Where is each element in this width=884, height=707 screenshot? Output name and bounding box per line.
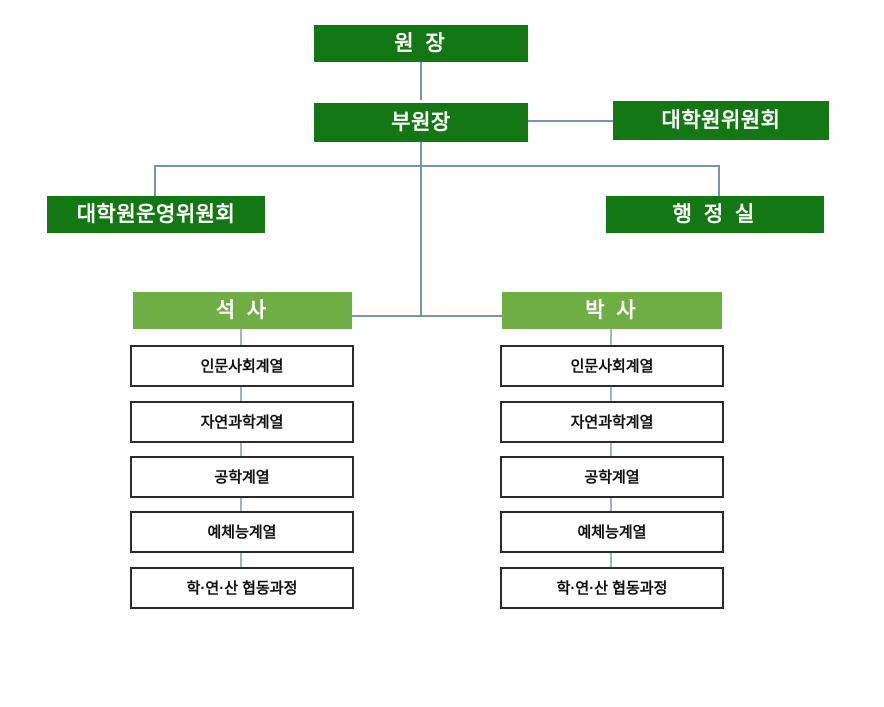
node-vice-president-label: 부원장	[391, 111, 451, 134]
connector-vice-to-graduate-committee	[489, 120, 614, 122]
node-doctorate-program-2-label: 공학계열	[584, 468, 640, 486]
node-admin-office-label: 행 정 실	[672, 203, 758, 226]
node-masters-program-1[interactable]: 자연과학계열	[130, 401, 354, 443]
connector-president-to-vice	[420, 61, 422, 100]
node-masters-program-0-label: 인문사회계열	[200, 357, 284, 375]
node-doctorate-program-0[interactable]: 인문사회계열	[500, 345, 724, 387]
connector-bus-to-admin-office	[718, 165, 720, 197]
node-masters-program-4[interactable]: 학·연·산 협동과정	[130, 567, 354, 609]
node-doctorate-program-1-label: 자연과학계열	[570, 413, 654, 431]
node-president[interactable]: 원 장	[314, 25, 528, 62]
node-doctorate-program-4-label: 학·연·산 협동과정	[556, 579, 668, 597]
node-masters-program-3-label: 예체능계열	[207, 523, 277, 541]
connector-doctorate-spine	[610, 329, 612, 577]
node-masters-program-2[interactable]: 공학계열	[130, 456, 354, 498]
node-masters-program-3[interactable]: 예체능계열	[130, 511, 354, 553]
node-doctorate-program-1[interactable]: 자연과학계열	[500, 401, 724, 443]
node-masters-program-2-label: 공학계열	[214, 468, 270, 486]
node-doctorate-label: 박 사	[585, 299, 639, 322]
node-doctorate-program-2[interactable]: 공학계열	[500, 456, 724, 498]
node-doctorate-program-3[interactable]: 예체능계열	[500, 511, 724, 553]
node-admin-office[interactable]: 행 정 실	[606, 196, 824, 233]
node-masters-program-1-label: 자연과학계열	[200, 413, 284, 431]
node-masters[interactable]: 석 사	[133, 292, 352, 329]
node-operating-committee-label: 대학원운영위원회	[76, 203, 236, 226]
node-graduate-committee[interactable]: 대학원위원회	[613, 101, 829, 140]
node-doctorate[interactable]: 박 사	[502, 292, 722, 329]
node-graduate-committee-label: 대학원위원회	[661, 109, 781, 132]
node-masters-program-0[interactable]: 인문사회계열	[130, 345, 354, 387]
node-vice-president[interactable]: 부원장	[314, 103, 528, 142]
node-masters-program-4-label: 학·연·산 협동과정	[186, 579, 298, 597]
node-doctorate-program-0-label: 인문사회계열	[570, 357, 654, 375]
connector-bus-to-operating-committee	[154, 165, 156, 197]
connector-horizontal-bus	[154, 165, 720, 167]
node-president-label: 원 장	[394, 32, 448, 55]
connector-masters-spine	[240, 329, 242, 577]
node-doctorate-program-3-label: 예체능계열	[577, 523, 647, 541]
connector-vice-down-trunk	[420, 142, 422, 316]
node-doctorate-program-4[interactable]: 학·연·산 협동과정	[500, 567, 724, 609]
node-operating-committee[interactable]: 대학원운영위원회	[47, 196, 265, 233]
node-masters-label: 석 사	[215, 299, 270, 322]
connector-masters-to-doctorate	[352, 315, 503, 317]
